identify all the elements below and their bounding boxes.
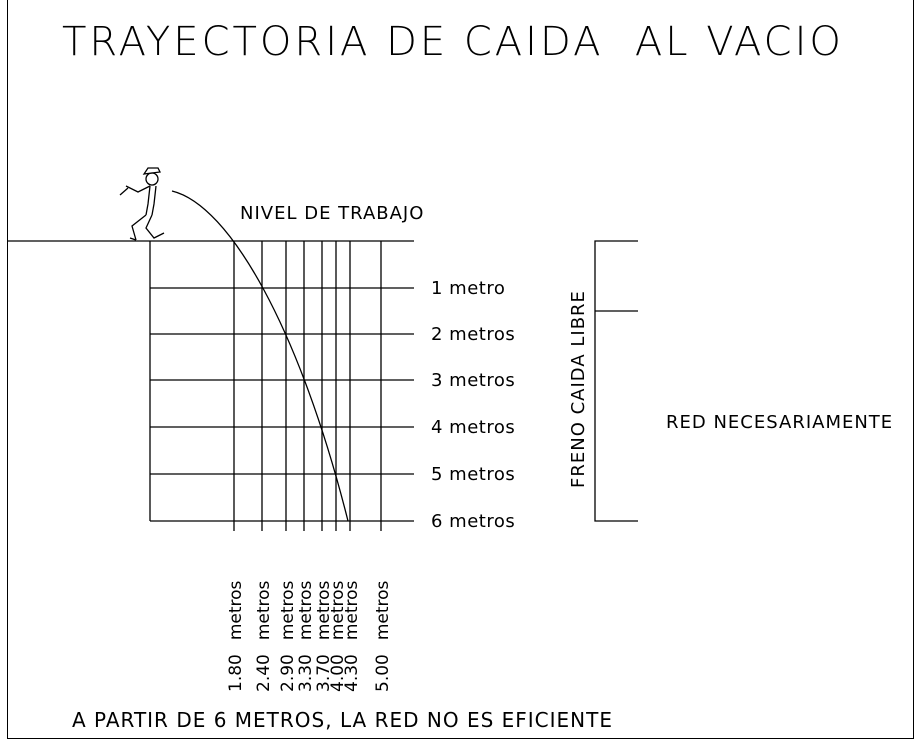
- level-label: 4 metros: [431, 417, 515, 438]
- level-label: 3 metros: [431, 370, 515, 391]
- grid-vertical-lines: [233, 241, 382, 531]
- level-label: 1 metro: [431, 278, 505, 299]
- distance-labels: 1.80metros 2.40metros 2.90metros 3.30met…: [226, 580, 393, 692]
- distance-label: 3.30metros: [296, 580, 316, 692]
- footer-note: A PARTIR DE 6 METROS, LA RED NO ES EFICI…: [72, 708, 613, 732]
- drawing-frame: [7, 0, 914, 739]
- worker-icon: [119, 167, 165, 241]
- level-label: 6 metros: [431, 511, 515, 532]
- fall-arrest-bracket: [594, 240, 638, 522]
- distance-label: 1.80metros: [226, 580, 246, 692]
- level-labels: 1 metro 2 metros 3 metros 4 metros 5 met…: [431, 278, 515, 532]
- fall-trajectory-curve: [171, 190, 349, 522]
- distance-label: 2.40metros: [254, 580, 274, 692]
- fall-arrest-label: FRENO CAIDA LIBRE: [568, 290, 589, 488]
- level-label: 2 metros: [431, 324, 515, 345]
- distance-label: 4.00metros: [328, 580, 348, 692]
- distance-label: 3.70metros: [314, 580, 334, 692]
- level-label: 5 metros: [431, 464, 515, 485]
- net-label: RED NECESARIAMENTE: [666, 412, 893, 433]
- diagram-title: TRAYECTORIA DE CAIDA AL VACIO: [62, 19, 844, 65]
- distance-label: 2.90metros: [278, 580, 298, 692]
- work-level-label: NIVEL DE TRABAJO: [240, 203, 424, 224]
- distance-label: 4.30metros: [342, 580, 362, 692]
- grid-horizontal-lines: [150, 287, 414, 522]
- distance-label: 5.00metros: [373, 580, 393, 692]
